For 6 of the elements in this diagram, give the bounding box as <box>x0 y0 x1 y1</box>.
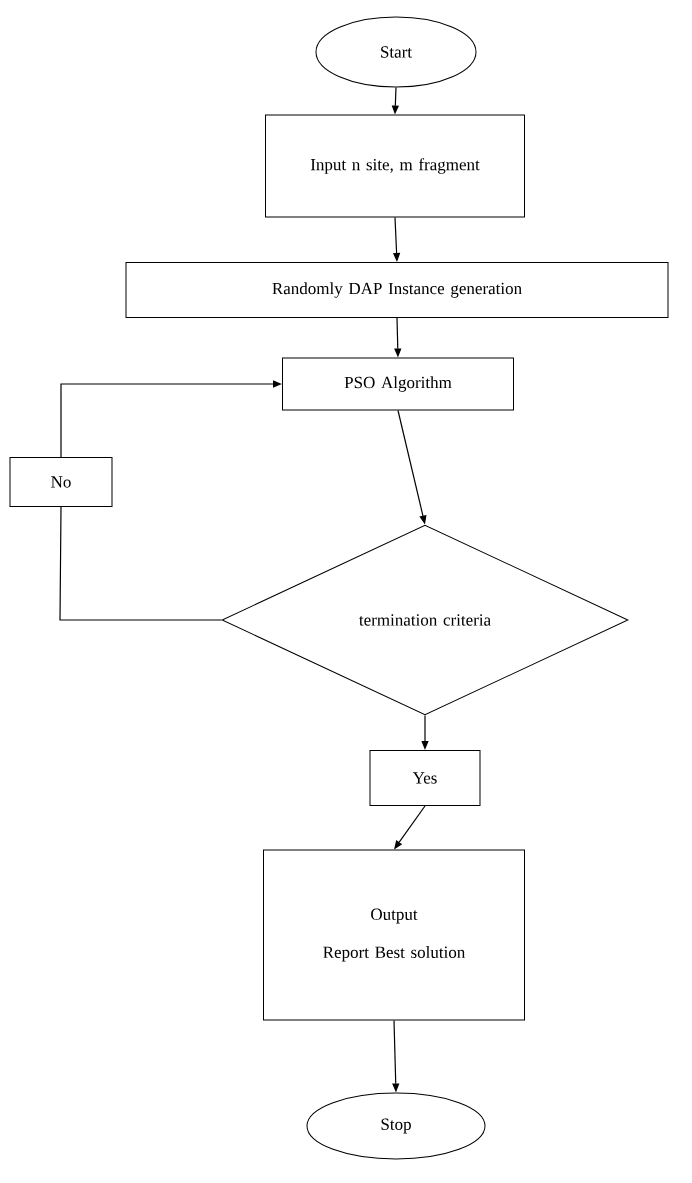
process-box: Input n site, m fragment <box>265 114 525 218</box>
process-box: Yes <box>369 750 481 806</box>
process-box: Randomly DAP Instance generation <box>125 262 669 318</box>
process-box: No <box>9 457 113 507</box>
process-box: PSO Algorithm <box>282 357 514 411</box>
process-box: Output Report Best solution <box>263 849 525 1021</box>
